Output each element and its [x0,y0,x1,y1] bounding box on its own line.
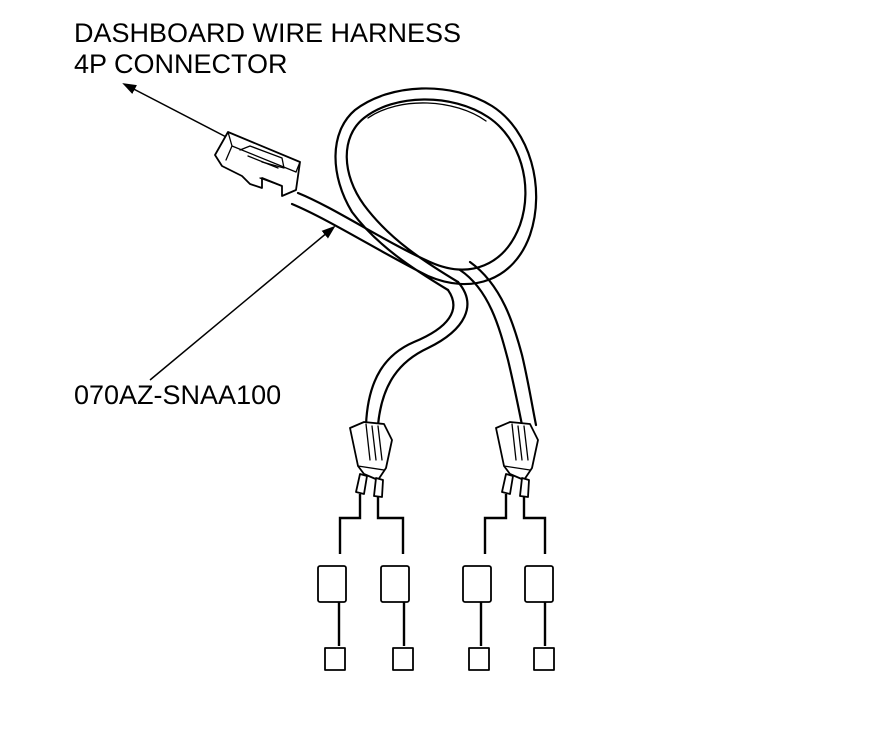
terminal-box-icon [462,565,492,603]
terminal-group-left [317,494,414,671]
right-plug-icon [495,421,539,498]
connector-label: DASHBOARD WIRE HARNESS 4P CONNECTOR [74,18,461,80]
connector-leader-arrow [122,83,233,141]
terminal-box-icon [533,647,555,671]
right-branch-cable [458,260,538,427]
4p-connector-icon [214,131,301,197]
terminal-box-icon [392,647,414,671]
terminal-box-icon [380,565,410,603]
harness-cable [290,87,538,292]
part-number-label: 070AZ-SNAA100 [74,380,282,410]
terminal-box-icon [468,647,490,671]
terminal-group-right [462,494,555,671]
connector-label-line-1: DASHBOARD WIRE HARNESS [74,18,462,48]
terminal-box-icon [524,565,554,603]
left-plug-icon [349,421,393,498]
terminal-box-icon [324,647,346,671]
left-branch-cable [364,280,469,427]
terminal-box-icon [317,565,347,603]
connector-label-line-2: 4P CONNECTOR [74,49,288,79]
part-number-leader-arrow [149,225,336,381]
